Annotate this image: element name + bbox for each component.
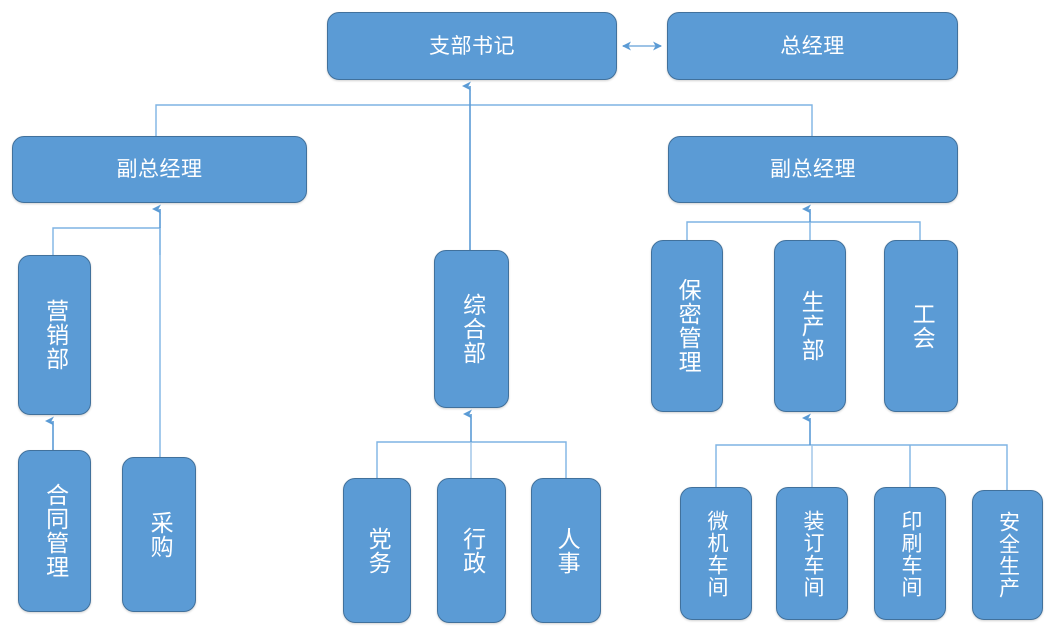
node-contract-management[interactable]: 合同管理 <box>18 450 91 612</box>
node-label: 采购 <box>146 510 173 559</box>
node-human-resources[interactable]: 人事 <box>531 478 601 623</box>
node-label: 支部书记 <box>429 33 515 58</box>
node-procurement[interactable]: 采购 <box>122 457 196 612</box>
node-deputy-gm-right[interactable]: 副总经理 <box>668 136 958 203</box>
node-binding-workshop[interactable]: 装订车间 <box>776 487 848 620</box>
node-deputy-gm-left[interactable]: 副总经理 <box>12 136 307 203</box>
node-label: 党务 <box>364 526 391 575</box>
node-label: 微机车间 <box>704 509 729 598</box>
node-label: 保密管理 <box>674 278 701 374</box>
node-label: 综合部 <box>458 293 485 365</box>
edge-subdepts-to-general-affairs <box>376 409 567 478</box>
node-safety-production[interactable]: 安全生产 <box>972 490 1043 620</box>
node-label: 营销部 <box>41 299 68 371</box>
node-label: 合同管理 <box>41 483 68 579</box>
node-label: 行政 <box>458 526 485 575</box>
node-general-manager[interactable]: 总经理 <box>667 12 958 80</box>
node-label: 工会 <box>908 302 935 350</box>
node-label: 印刷车间 <box>898 509 923 598</box>
node-administration[interactable]: 行政 <box>437 478 506 623</box>
edge-workshops-to-production <box>715 413 1008 490</box>
node-label: 装订车间 <box>800 509 825 598</box>
node-printing-workshop[interactable]: 印刷车间 <box>874 487 946 620</box>
node-computer-workshop[interactable]: 微机车间 <box>680 487 752 620</box>
node-label: 安全生产 <box>996 511 1021 599</box>
node-label: 副总经理 <box>770 157 856 182</box>
node-label: 总经理 <box>780 33 845 58</box>
edge-right-depts-to-deputy <box>686 204 921 240</box>
node-confidentiality-management[interactable]: 保密管理 <box>651 240 723 412</box>
node-marketing-dept[interactable]: 营销部 <box>18 255 91 415</box>
node-production-dept[interactable]: 生产部 <box>774 240 846 412</box>
node-party-affairs[interactable]: 党务 <box>343 478 411 623</box>
node-label: 副总经理 <box>116 157 203 182</box>
node-label: 生产部 <box>797 290 824 362</box>
node-label: 人事 <box>553 526 580 575</box>
node-party-secretary[interactable]: 支部书记 <box>327 12 617 80</box>
node-general-affairs-dept[interactable]: 综合部 <box>434 250 509 408</box>
node-labor-union[interactable]: 工会 <box>884 240 958 412</box>
